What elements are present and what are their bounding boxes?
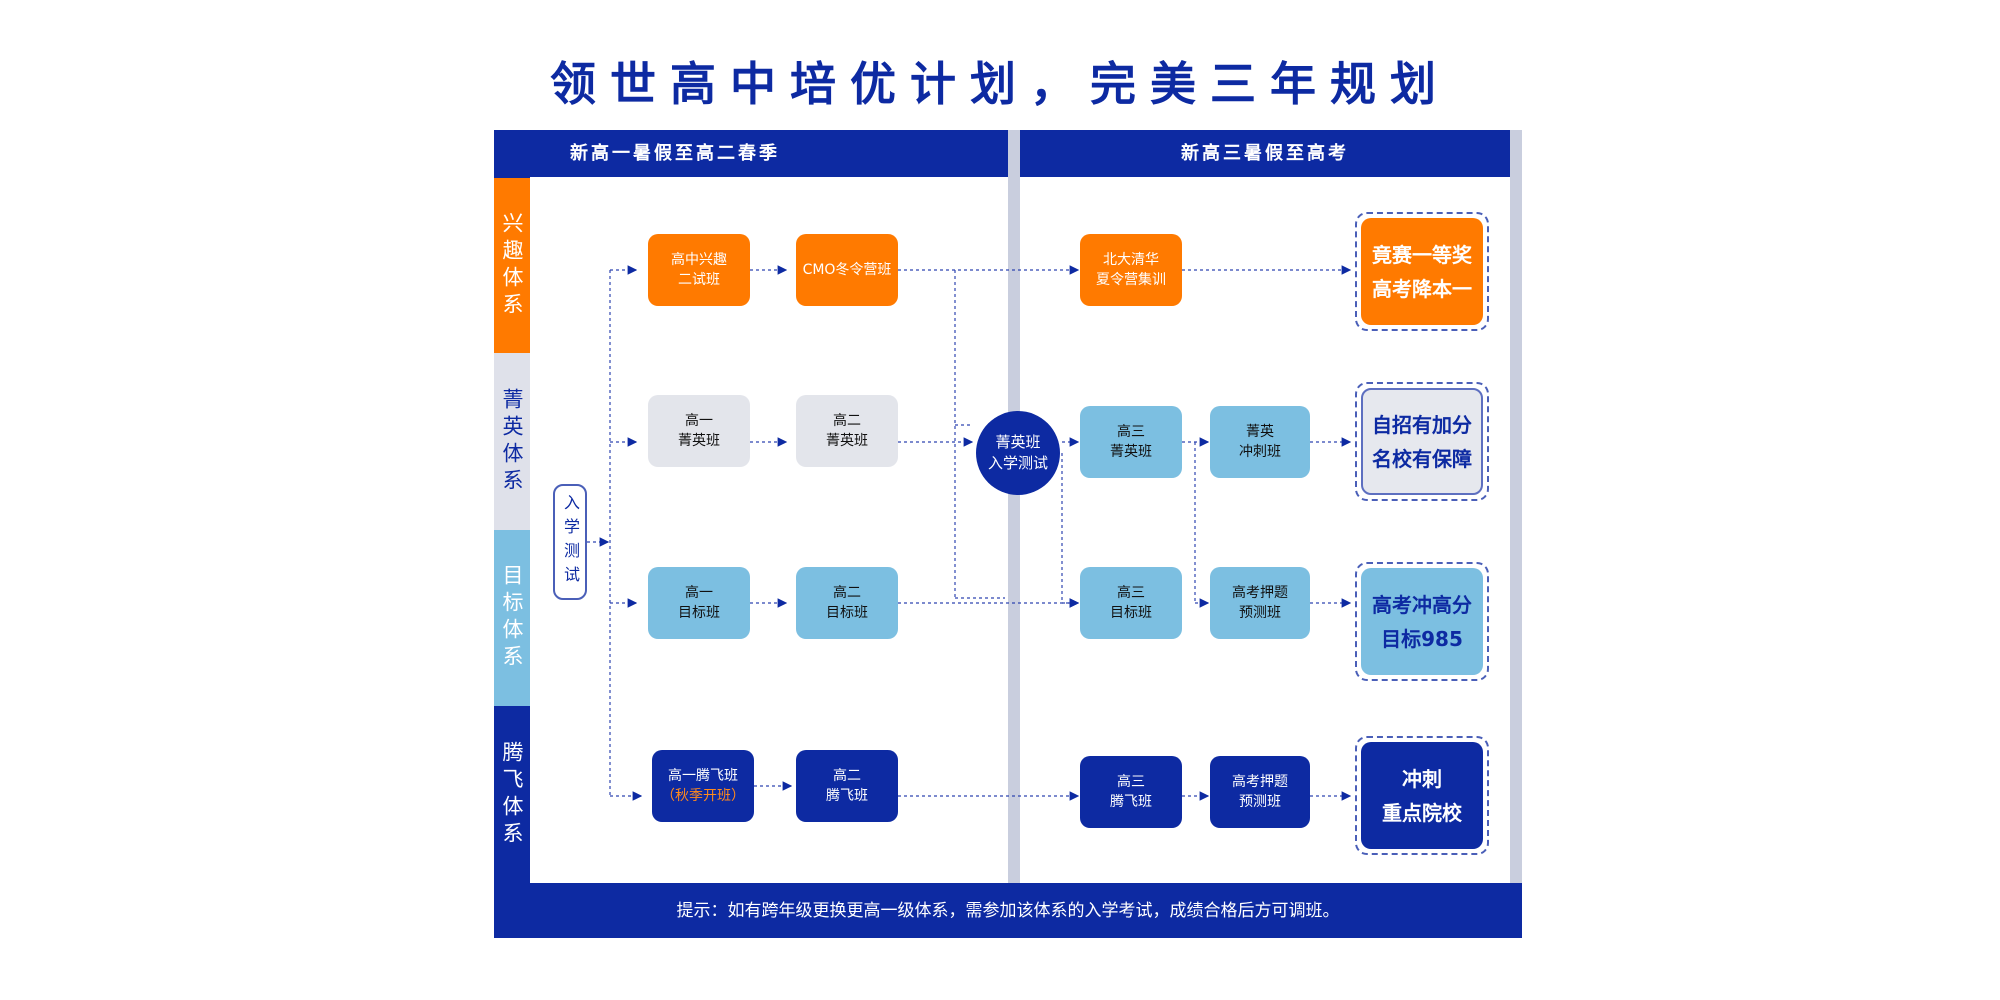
node-g2-fly: 高二腾飞班 — [796, 750, 898, 822]
footer-note: 提示：如有跨年级更换更高一级体系，需参加该体系的入学考试，成绩合格后方可调班。 — [676, 901, 1340, 921]
left-header: 新高一暑假至高二春季 — [570, 143, 780, 164]
result-wrap-1 — [1355, 212, 1489, 331]
band-interest: 兴趣体系 — [494, 178, 530, 353]
band-fly: 腾飞体系 — [494, 706, 530, 883]
node-hs-interest: 高中兴趣二试班 — [648, 234, 750, 306]
node-g3-target: 高三目标班 — [1080, 567, 1182, 639]
entry-test-box: 入学测试 — [553, 484, 587, 600]
elite-entry-test-circle: 菁英班入学测试 — [976, 411, 1060, 495]
result-high-score: 高考冲高分目标985 — [1361, 568, 1483, 675]
node-g3-fly: 高三腾飞班 — [1080, 756, 1182, 828]
node-pku: 北大清华夏令营集训 — [1080, 234, 1182, 306]
node-g2-elite: 高二菁英班 — [796, 395, 898, 467]
node-g3-elite: 高三菁英班 — [1080, 406, 1182, 478]
result-wrap-4 — [1355, 736, 1489, 855]
node-g1-target: 高一目标班 — [648, 567, 750, 639]
node-g1-elite: 高一菁英班 — [648, 395, 750, 467]
band-elite: 菁英体系 — [494, 353, 530, 530]
page-title: 领世高中培优计划，完美三年规划 — [550, 57, 1450, 111]
node-g1-fly: 高一腾飞班（秋季开班） — [652, 750, 754, 822]
result-admission: 自招有加分名校有保障 — [1361, 388, 1483, 495]
node-predict-2: 高考押题预测班 — [1210, 756, 1310, 828]
node-cmo: CMO冬令营班 — [796, 234, 898, 306]
band-target: 目标体系 — [494, 530, 530, 706]
result-wrap-3 — [1355, 562, 1489, 681]
result-competition: 竟赛一等奖高考降本一 — [1361, 218, 1483, 325]
result-wrap-2 — [1355, 382, 1489, 501]
right-header: 新高三暑假至高考 — [1181, 143, 1349, 164]
panel-divider — [1008, 130, 1020, 883]
node-elite-sprint: 菁英冲刺班 — [1210, 406, 1310, 478]
right-edge — [1510, 130, 1522, 883]
result-key-university: 冲刺重点院校 — [1361, 742, 1483, 849]
node-g2-target: 高二目标班 — [796, 567, 898, 639]
node-predict-1: 高考押题预测班 — [1210, 567, 1310, 639]
